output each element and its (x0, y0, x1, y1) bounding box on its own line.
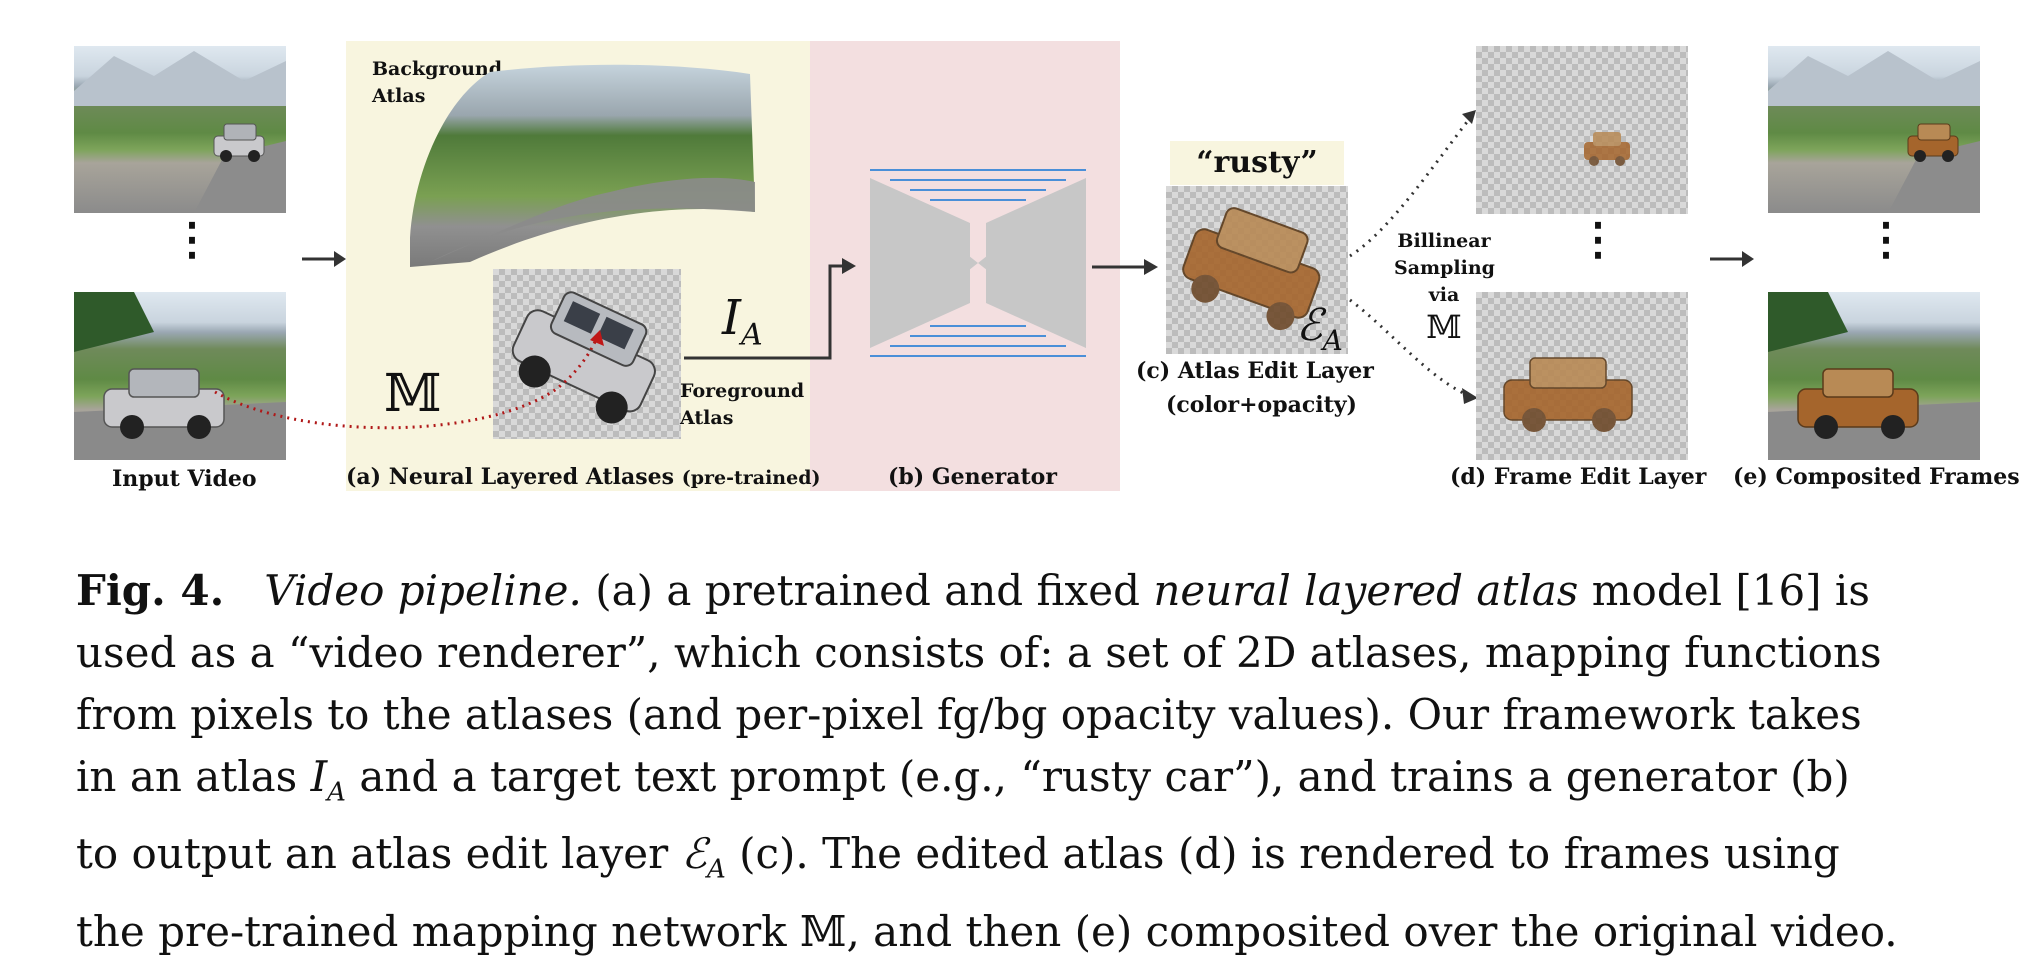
atlas-symbol: IA (722, 290, 763, 353)
car-icon (1768, 292, 1980, 460)
composited-frames-label: (e) Composited Frames (1733, 464, 2020, 490)
generator-label: (b) Generator (888, 464, 1057, 490)
caption-line-4: in an atlas IA and a target text prompt … (76, 752, 1850, 808)
input-video-label: Input Video (112, 466, 257, 492)
right-arrow-icon (302, 251, 346, 267)
caption-line-2: used as a “video renderer”, which consis… (76, 628, 1882, 677)
caption-title: Video pipeline. (264, 566, 582, 615)
ellipsis-composited: ⋮ (1864, 214, 1908, 265)
composited-frame-top (1768, 46, 1980, 213)
generator-network-icon (870, 169, 1086, 357)
caption-line-5: to output an atlas edit layer ℰA (c). Th… (76, 829, 1840, 885)
atlas-to-generator-arrow (684, 258, 856, 360)
caption-line-6: the pre-trained mapping network 𝕄, and t… (76, 906, 1898, 956)
atlas-edit-layer-label: (c) Atlas Edit Layer (1136, 358, 1374, 384)
foreground-atlas-label: Foreground Atlas (680, 380, 805, 429)
background-atlas-image (410, 64, 755, 267)
car-icon (1503, 357, 1633, 432)
right-arrow-icon (1710, 251, 1754, 267)
figure-caption: Fig. 4. Video pipeline. (a) a pretrained… (76, 560, 2016, 963)
caption-fig-label: Fig. 4. (76, 566, 225, 615)
car-icon (1768, 51, 1980, 213)
atlas-edit-layer-sublabel: (color+opacity) (1166, 392, 1357, 418)
bilinear-sampling-label: Billinear Sampling via 𝕄 (1394, 230, 1495, 346)
input-frame-top (74, 46, 286, 213)
caption-line-3: from pixels to the atlases (and per-pixe… (76, 690, 1862, 739)
mapping-symbol: 𝕄 (384, 364, 442, 424)
car-icon (1182, 207, 1321, 331)
neural-atlas-label: (a) Neural Layered Atlases (pre-trained) (346, 464, 821, 490)
input-frame-bottom (74, 292, 286, 460)
composited-frame-bottom (1768, 292, 1980, 460)
frame-edit-top (1476, 46, 1688, 214)
background-atlas-label: Background Atlas (372, 58, 502, 107)
car-icon (1584, 132, 1630, 166)
frame-edit-layer-label: (d) Frame Edit Layer (1450, 464, 1707, 490)
frame-edit-bottom (1476, 292, 1688, 460)
prompt-label: “rusty” (1170, 141, 1344, 185)
car-icon (74, 292, 286, 460)
car-icon (74, 51, 286, 213)
caption-line-1: Fig. 4. Video pipeline. (a) a pretrained… (76, 566, 1870, 615)
right-arrow-icon (1092, 259, 1158, 275)
atlas-edit-layer-image (1166, 186, 1348, 354)
ellipsis-frame-edit: ⋮ (1576, 214, 1620, 265)
edit-layer-symbol: ℰA (1296, 300, 1343, 357)
